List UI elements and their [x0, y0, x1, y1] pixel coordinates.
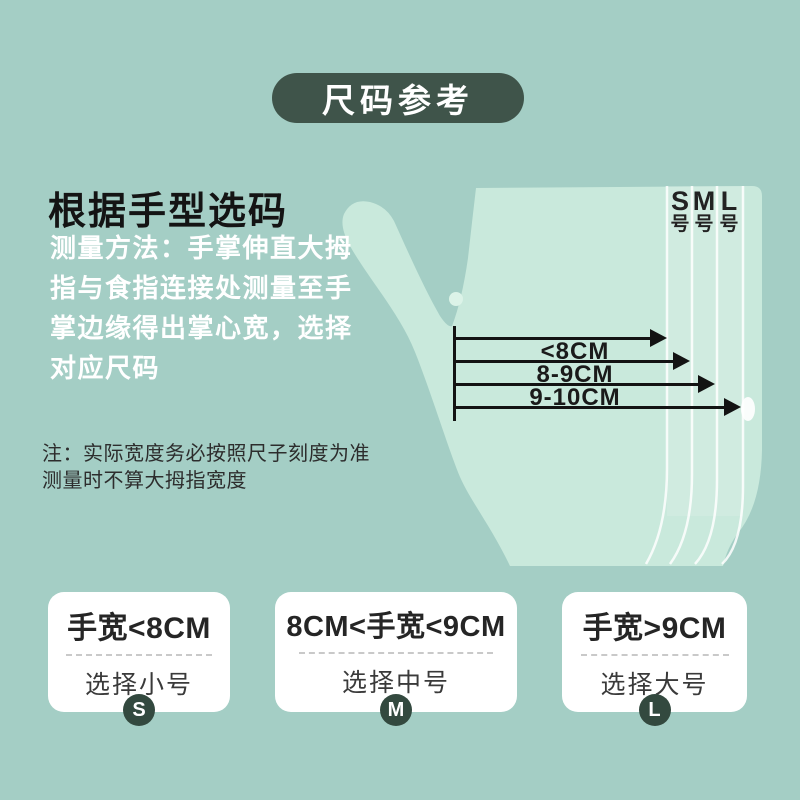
size-badge-l: L	[638, 694, 671, 726]
arrow-label-m: 8-9CM	[536, 361, 614, 388]
size-column-letter: M	[692, 186, 716, 216]
measure-instructions: 测量方法：手掌伸直大拇 指与食指连接处测量至手 掌边缘得出掌心宽，选择 对应尺码	[50, 233, 353, 383]
size-card-medium: 8CM<手宽<9CM 选择中号 M	[275, 592, 517, 726]
card-divider	[299, 652, 493, 654]
size-band-highlight	[667, 186, 743, 516]
section-title: 根据手型选码	[48, 191, 289, 233]
arrow-tip-highlight	[741, 397, 755, 421]
size-column-letter: S	[670, 186, 689, 216]
measure-arrow-s	[454, 329, 667, 347]
size-column-suffix: 号	[719, 214, 739, 235]
arrow-label-l: 9-10CM	[529, 384, 621, 411]
glove-shape	[342, 186, 762, 566]
size-column-s: S 号	[666, 186, 694, 235]
size-column-suffix: 号	[694, 214, 714, 235]
size-card-range: 8CM<手宽<9CM	[286, 611, 506, 643]
ruler-baseline	[453, 326, 456, 421]
card-divider	[580, 654, 729, 656]
size-column-suffix: 号	[670, 214, 690, 235]
note-text: 注：实际宽度务必按照尺子刻度为准 测量时不算大拇指宽度	[42, 443, 370, 492]
size-column-letter: L	[720, 186, 738, 216]
arrow-label-s: <8CM	[540, 338, 610, 365]
size-badge-s: S	[123, 694, 155, 726]
thumb-web-dot	[449, 292, 463, 306]
size-card-small: 手宽<8CM 选择小号 S	[48, 592, 230, 726]
size-card-large: 手宽>9CM 选择大号 L	[562, 592, 747, 726]
size-column-m: M 号	[690, 186, 718, 235]
size-card-range: 手宽>9CM	[582, 612, 727, 645]
size-card-advice: 选择中号	[341, 669, 450, 697]
card-divider	[66, 654, 212, 656]
header-badge-label: 尺码参考	[322, 82, 474, 119]
ruler-stripes	[644, 186, 745, 565]
size-column-l: L 号	[715, 186, 743, 235]
size-card-range: 手宽<8CM	[67, 612, 211, 645]
size-badge-m: M	[380, 694, 412, 726]
measure-arrow-l	[454, 375, 715, 393]
measure-arrow-m	[454, 352, 690, 370]
header-badge: 尺码参考	[272, 73, 524, 123]
measure-arrow-xl	[454, 398, 741, 416]
